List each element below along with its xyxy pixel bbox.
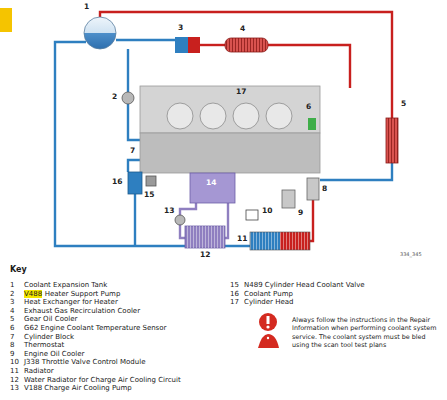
key-text: Coolant Pump — [244, 290, 293, 298]
callout-number: 10 — [262, 207, 272, 216]
figure-code: 334_345 — [400, 252, 422, 258]
key-number: 7 — [10, 333, 14, 341]
key-number: 12 — [10, 376, 19, 384]
callout-number: 16 — [112, 178, 122, 187]
head-coolant-valve — [146, 176, 156, 186]
callout-number: 8 — [322, 185, 327, 194]
key-text: J338 Throttle Valve Control Module — [24, 358, 145, 366]
key-text: Exhaust Gas Recirculation Cooler — [24, 307, 140, 315]
charge-air-radiator — [185, 226, 225, 248]
heater-exchanger-hot — [188, 37, 200, 53]
key-number: 10 — [10, 358, 19, 366]
charge-air-pump — [175, 215, 185, 225]
thermostat — [307, 178, 319, 200]
expansion-tank — [84, 17, 116, 49]
key-number: 5 — [10, 315, 14, 323]
callout-number: 2 — [112, 93, 117, 102]
key-number: 15 — [230, 281, 239, 289]
callout-number: 12 — [200, 251, 210, 260]
callout-number: 3 — [178, 24, 183, 33]
coolant-pump — [128, 172, 142, 194]
key-text: V188 Charge Air Cooling Pump — [24, 384, 132, 392]
callout-number: 9 — [298, 209, 303, 218]
callout-number: 5 — [401, 100, 406, 109]
callout-number: 13 — [164, 207, 174, 216]
key-text: Water Radiator for Charge Air Cooling Ci… — [24, 376, 181, 384]
callout-number: 1 — [84, 3, 89, 12]
key-text: Heat Exchanger for Heater — [24, 298, 118, 306]
key-text: Cylinder Block — [24, 333, 74, 341]
egr-cooler — [225, 38, 268, 52]
callout-number: 11 — [237, 235, 247, 244]
cylinders — [167, 103, 292, 129]
cylinder-head — [140, 86, 320, 133]
key-text: Heater Support Pump — [45, 290, 121, 298]
key-heading: Key — [10, 265, 27, 274]
key-number: 1 — [10, 281, 14, 289]
key-text: V488 — [24, 290, 42, 298]
radiator-fins — [250, 232, 310, 250]
callout-number: 6 — [306, 103, 311, 112]
corner-tab — [0, 8, 12, 32]
warning-figure — [258, 313, 279, 348]
key-number: 6 — [10, 324, 14, 332]
key-number: 4 — [10, 307, 14, 315]
key-number: 2 — [10, 290, 14, 298]
key-number: 8 — [10, 341, 14, 349]
charge-air-cooler — [190, 173, 235, 203]
heater-support-pump — [122, 92, 134, 104]
throttle-module — [246, 210, 258, 220]
engine-oil-cooler — [282, 190, 295, 208]
callout-number: 4 — [240, 25, 245, 34]
key-text: Engine Oil Cooler — [24, 350, 84, 358]
cold-coolant-lines — [55, 40, 392, 246]
key-number: 16 — [230, 290, 239, 298]
key-number: 11 — [10, 367, 19, 375]
radiator-fins — [185, 226, 225, 248]
key-text: N489 Cylinder Head Coolant Valve — [244, 281, 365, 289]
temperature-sensor — [308, 118, 316, 130]
heater-exchanger-cold — [175, 37, 188, 53]
callout-number: 15 — [144, 191, 154, 200]
cylinder-block — [140, 133, 320, 173]
key-number: 13 — [10, 384, 19, 392]
hot-coolant-lines — [100, 12, 392, 241]
key-number: 9 — [10, 350, 14, 358]
key-text: Coolant Expansion Tank — [24, 281, 107, 289]
key-number: 3 — [10, 298, 14, 306]
key-number: 17 — [230, 298, 239, 306]
gear-oil-cooler — [386, 118, 398, 163]
service-note: Always follow the instructions in the Re… — [292, 316, 440, 349]
key-text: Cylinder Head — [244, 298, 294, 306]
key-text: Gear Oil Cooler — [24, 315, 77, 323]
callout-number: 17 — [236, 88, 246, 97]
key-text: Radiator — [24, 367, 54, 375]
callout-number: 7 — [130, 147, 135, 156]
key-text: G62 Engine Coolant Temperature Sensor — [24, 324, 166, 332]
callout-number: 14 — [206, 179, 216, 188]
key-text: Thermostat — [24, 341, 64, 349]
